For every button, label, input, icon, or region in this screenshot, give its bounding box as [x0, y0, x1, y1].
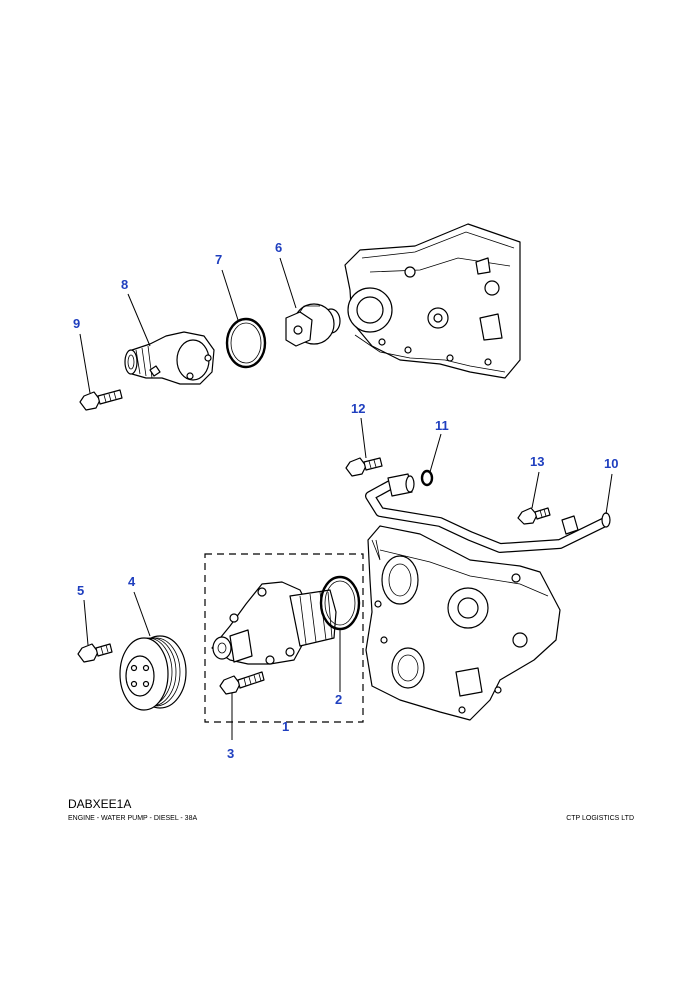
callout-labels: 1 2 3 4 5 6 7 8 9 10 11 12 13 [73, 240, 618, 761]
thermostat-housing-part-8 [124, 331, 215, 385]
pulley-part-4 [119, 635, 187, 711]
coolant-pipe-part-10 [365, 473, 611, 553]
callout-2: 2 [335, 692, 342, 707]
callout-7: 7 [215, 252, 222, 267]
callout-4: 4 [128, 574, 136, 589]
callout-12: 12 [351, 401, 365, 416]
diagram-code: DABXEE1A [68, 797, 132, 811]
bolt-part-9 [79, 389, 123, 411]
callout-13: 13 [530, 454, 544, 469]
o-ring-part-11 [420, 469, 434, 487]
callout-8: 8 [121, 277, 128, 292]
callout-3: 3 [227, 746, 234, 761]
bolt-part-3 [219, 671, 265, 695]
o-ring-part-7 [225, 317, 267, 369]
leader-lines [79, 257, 613, 740]
diagram-caption: ENGINE - WATER PUMP - DIESEL - 38A [68, 815, 198, 822]
thermostat-part-6 [285, 303, 341, 347]
callout-6: 6 [275, 240, 282, 255]
assembly-box-part-1 [204, 553, 364, 723]
callout-9: 9 [73, 316, 80, 331]
engine-block-upper [344, 223, 521, 379]
company-name: CTP LOGISTICS LTD [566, 815, 634, 822]
callout-1: 1 [282, 719, 289, 734]
bolt-part-12 [345, 457, 383, 477]
bolt-part-5 [77, 643, 113, 663]
callout-11: 11 [435, 418, 449, 433]
callout-5: 5 [77, 583, 84, 598]
water-pump-body [211, 581, 337, 665]
front-cover-housing [365, 525, 561, 721]
bolt-part-13 [517, 507, 551, 525]
callout-10: 10 [604, 456, 618, 471]
